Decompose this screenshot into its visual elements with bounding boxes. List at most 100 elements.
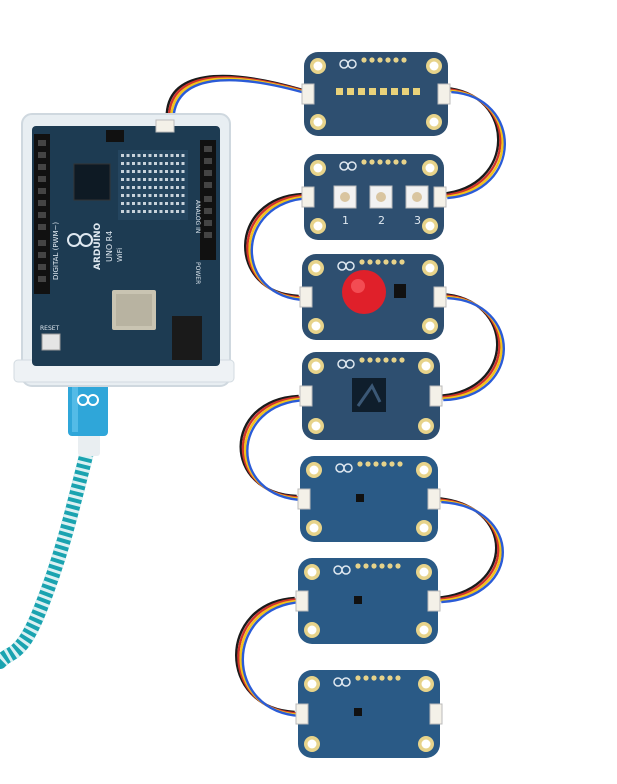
- header-pad: [401, 159, 407, 165]
- led-matrix-dot: [148, 162, 152, 165]
- qwiic-connector: [429, 703, 443, 725]
- header-pad: [359, 357, 365, 363]
- qwiic-connector: [433, 286, 447, 308]
- mounting-hole-center: [421, 421, 431, 431]
- led-matrix-dot: [154, 154, 157, 157]
- arduino-infinity-icon: [77, 394, 99, 406]
- header-pad: [377, 57, 383, 63]
- qwiic-wire: [237, 598, 297, 715]
- header-pad: [401, 57, 407, 63]
- mounting-hole-center: [311, 361, 321, 371]
- led-matrix-dot: [148, 154, 152, 157]
- rgb-led: [402, 88, 409, 95]
- header-pad: [391, 357, 397, 363]
- led-matrix-dot: [165, 162, 168, 165]
- mounting-hole-center: [429, 117, 439, 127]
- led-matrix-dot: [137, 162, 141, 165]
- qwiic-cables: [165, 74, 506, 718]
- qwiic-cable: [436, 292, 505, 402]
- led-matrix-dot: [159, 186, 163, 189]
- mounting-hole-center: [311, 321, 321, 331]
- led-matrix-dot: [126, 162, 130, 165]
- modulino-buzzer: [295, 670, 443, 758]
- arduino-uno-r4-wifi: DIGITAL (PWM~) ANALOG IN POWER ARDUINO U…: [13, 113, 235, 387]
- sensor-chip: [354, 596, 362, 604]
- mounting-hole-center: [419, 625, 429, 635]
- qwiic-wire: [172, 79, 310, 125]
- led-matrix-dot: [132, 186, 135, 189]
- uno-brand-label: ARDUINO: [93, 222, 103, 270]
- led-matrix-dot: [181, 154, 185, 157]
- led-matrix-dot: [137, 194, 141, 197]
- qwiic-wire: [250, 196, 310, 302]
- qwiic-wire: [441, 500, 504, 604]
- arduino-logo-icon: [335, 463, 353, 473]
- uno-model-label: UNO R4: [105, 231, 114, 262]
- mounting-hole-center: [307, 625, 317, 635]
- led-matrix-dot: [137, 210, 141, 213]
- uno-analog-label: ANALOG IN: [194, 200, 201, 233]
- modulino-knob: [299, 254, 447, 340]
- header-pad: [371, 675, 377, 681]
- led-matrix-dot: [159, 194, 163, 197]
- led-matrix-dot: [154, 170, 157, 173]
- header-pad: [395, 563, 401, 569]
- header-pad: [365, 461, 371, 467]
- led-matrix-dot: [137, 154, 141, 157]
- mounting-hole-center: [419, 465, 429, 475]
- led-matrix-dot: [126, 178, 130, 181]
- mounting-hole-center: [307, 739, 317, 749]
- qwiic-wire: [246, 398, 306, 502]
- led-matrix-dot: [143, 162, 146, 165]
- qwiic-connector: [297, 488, 311, 510]
- header-pad: [381, 461, 387, 467]
- led-matrix-dot: [143, 194, 146, 197]
- modulino-pcb: [300, 456, 438, 542]
- led-matrix-dot: [148, 210, 152, 213]
- mounting-hole-center: [309, 465, 319, 475]
- header-pad: [375, 357, 381, 363]
- mounting-hole-center: [311, 263, 321, 273]
- sensor-marking: [356, 383, 382, 407]
- rgb-led: [336, 88, 343, 95]
- led-matrix-dot: [181, 210, 185, 213]
- led-matrix-dot: [181, 194, 185, 197]
- qwiic-connector: [437, 83, 451, 105]
- button-cap: [412, 192, 422, 202]
- arduino-logo-icon: [337, 359, 355, 369]
- led-matrix-dot: [121, 202, 124, 205]
- led-matrix-dot: [132, 178, 135, 181]
- led-matrix-dot: [165, 178, 168, 181]
- led-matrix-dot: [121, 178, 124, 181]
- button-number-label: 1: [342, 214, 349, 227]
- led-matrix-dot: [170, 186, 174, 189]
- modulino-pcb: [298, 558, 438, 644]
- led-matrix-dot: [181, 186, 185, 189]
- led-matrix-dot: [159, 162, 163, 165]
- knob-highlight: [351, 279, 365, 293]
- header-pad: [385, 57, 391, 63]
- led-matrix-dot: [170, 210, 174, 213]
- header-pad: [371, 563, 377, 569]
- qwiic-connector: [299, 286, 313, 308]
- qwiic-connector: [301, 186, 315, 208]
- led-matrix-dot: [121, 162, 124, 165]
- rgb-led: [380, 88, 387, 95]
- led-matrix-dot: [126, 170, 130, 173]
- led-matrix-dot: [126, 186, 130, 189]
- header-pad: [361, 159, 367, 165]
- header-pad: [359, 259, 365, 265]
- led-matrix-dot: [159, 178, 163, 181]
- mounting-hole-center: [421, 679, 431, 689]
- led-matrix-dot: [148, 194, 152, 197]
- led-matrix-dot: [176, 194, 179, 197]
- mounting-hole-center: [429, 61, 439, 71]
- led-matrix-dot: [165, 194, 168, 197]
- qwiic-cable: [244, 192, 310, 302]
- mounting-hole-center: [425, 221, 435, 231]
- led-matrix-dot: [154, 194, 157, 197]
- led-matrix-dot: [176, 154, 179, 157]
- led-matrix-dot: [154, 162, 157, 165]
- mounting-hole-center: [313, 117, 323, 127]
- led-matrix-dot: [165, 202, 168, 205]
